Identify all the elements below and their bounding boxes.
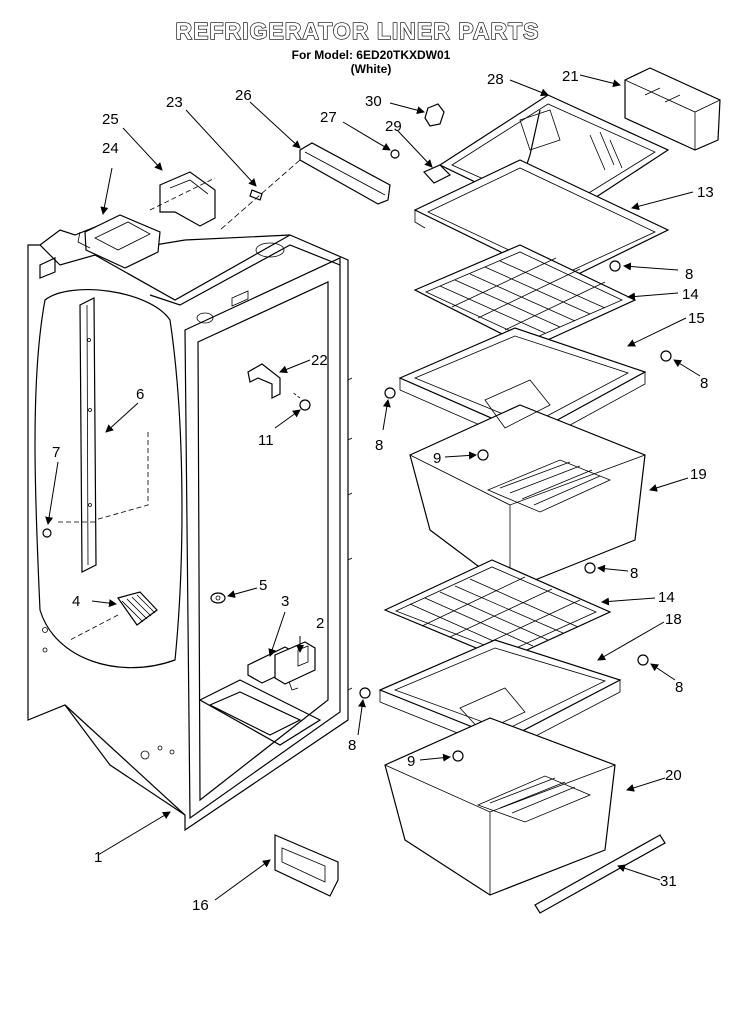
callout-25: 25 <box>102 111 119 128</box>
part-8-clip-c <box>384 387 396 399</box>
part-8-clip-e <box>637 654 649 666</box>
part-8-clip-b <box>660 350 672 362</box>
callout-7: 7 <box>52 444 60 461</box>
callout-8-a: 8 <box>685 266 693 283</box>
callout-1: 1 <box>94 849 102 866</box>
part-20-crisper-drawer <box>384 717 616 896</box>
part-21-bin <box>624 67 721 151</box>
callout-29: 29 <box>385 118 402 135</box>
part-8-clip-d <box>584 562 596 574</box>
part-31-trim <box>534 834 666 914</box>
part-4-vent <box>69 591 158 641</box>
part-25-bracket <box>149 171 216 227</box>
callout-2: 2 <box>316 615 324 632</box>
callout-labels: 1 2 3 4 5 6 7 8 8 8 8 8 8 9 9 11 13 14 1… <box>52 68 714 914</box>
part-8-clip-a <box>609 260 621 272</box>
part-16-bracket <box>274 834 339 897</box>
callout-19: 19 <box>690 466 707 483</box>
liner-body <box>27 224 353 832</box>
diagram-title: REFRIGERATOR LINER PARTS <box>175 17 540 44</box>
callout-8-c: 8 <box>375 437 383 454</box>
part-24-light-housing <box>77 214 161 269</box>
part-9-clip-a <box>477 449 489 461</box>
part-23-screw <box>249 189 263 201</box>
callout-15: 15 <box>688 310 705 327</box>
callout-24: 24 <box>102 140 119 157</box>
part-14-wire-shelf-lower <box>383 559 612 661</box>
part-2-bracket <box>274 641 316 685</box>
part-11-screw <box>291 391 311 411</box>
part-8-clip-f <box>359 687 371 699</box>
part-29-strip <box>422 164 452 184</box>
callout-8-b: 8 <box>700 375 708 392</box>
leader-lines <box>45 74 701 901</box>
part-26-rail <box>219 142 391 231</box>
callout-16: 16 <box>192 897 209 914</box>
part-7-screw <box>42 528 52 538</box>
callout-13: 13 <box>697 184 714 201</box>
part-19-crisper-drawer <box>409 379 646 591</box>
callout-14-a: 14 <box>682 286 699 303</box>
model-line: For Model: 6ED20TKXDW01 <box>291 48 451 62</box>
callout-22: 22 <box>311 352 328 369</box>
part-9-clip-b <box>452 750 464 762</box>
fastener-icons <box>359 260 672 762</box>
part-18-cover-frame <box>378 639 622 753</box>
part-6-rail <box>55 297 149 573</box>
color-line: (White) <box>350 62 392 76</box>
callout-28: 28 <box>487 71 504 88</box>
callout-14-b: 14 <box>658 589 675 606</box>
callout-20: 20 <box>665 767 682 784</box>
callout-27: 27 <box>320 109 337 126</box>
part-27-screw <box>390 149 400 159</box>
part-22-bracket <box>247 363 281 399</box>
callout-4: 4 <box>72 593 80 610</box>
part-30-clip <box>424 103 445 127</box>
callout-9-b: 9 <box>407 753 415 770</box>
callout-23: 23 <box>166 94 183 111</box>
callout-30: 30 <box>365 93 382 110</box>
callout-3: 3 <box>281 593 289 610</box>
callout-8-d: 8 <box>630 565 638 582</box>
callout-11: 11 <box>258 432 274 449</box>
callout-5: 5 <box>259 577 267 594</box>
callout-6: 6 <box>136 386 144 403</box>
callout-31: 31 <box>660 873 677 890</box>
callout-9-a: 9 <box>433 450 441 467</box>
callout-18: 18 <box>665 611 682 628</box>
callout-21: 21 <box>562 68 579 85</box>
callout-8-e: 8 <box>675 679 683 696</box>
callout-8-f: 8 <box>348 737 356 754</box>
part-5-nut <box>210 592 226 604</box>
callout-26: 26 <box>235 87 252 104</box>
